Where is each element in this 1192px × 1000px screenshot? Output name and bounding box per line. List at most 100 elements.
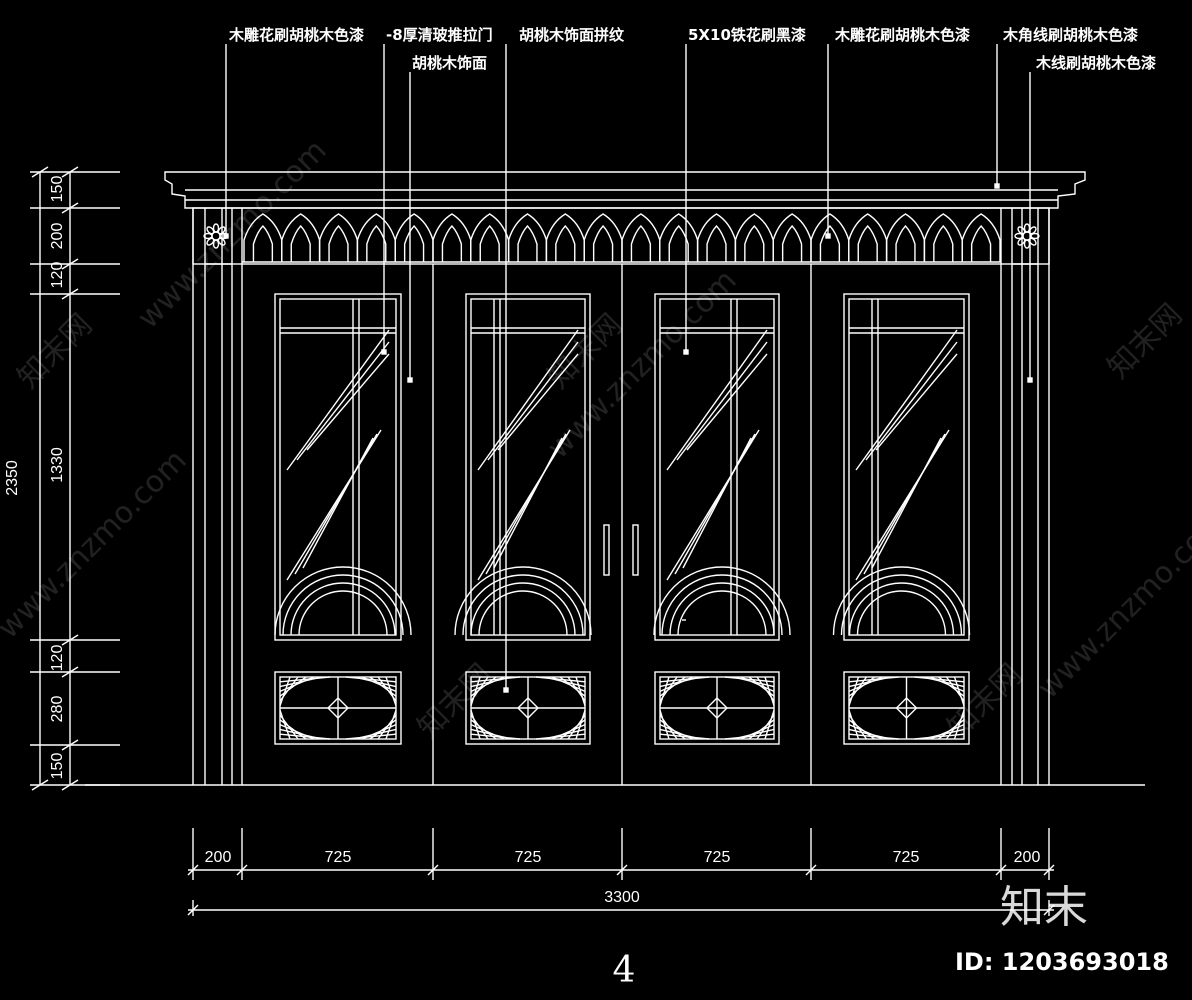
dim-h-door-4: 725 (893, 849, 920, 866)
glass-reflection-line (286, 329, 390, 471)
gothic-arch-inner (366, 224, 387, 262)
carved-flower-petal (217, 226, 226, 235)
dim-h-door-1: 725 (325, 849, 352, 866)
door-elevation-geometry (30, 44, 1145, 916)
carved-flower-petal (212, 223, 220, 233)
glass-reflection-line (487, 341, 579, 461)
dimension-tick (61, 258, 79, 270)
veneer-pattern-line (659, 709, 670, 740)
veneer-pattern-line (279, 676, 291, 707)
carved-flower-petal (1017, 226, 1026, 235)
carved-flower-petal (1030, 232, 1040, 240)
veneer-pattern-line (848, 709, 860, 740)
gothic-arch-inner (592, 224, 614, 262)
gothic-arch (243, 213, 283, 262)
watermark-site: www.znzmo.com (0, 443, 194, 646)
dimension-tick (61, 666, 79, 678)
dim-h-total-width: 3300 (604, 889, 640, 906)
gothic-arch (885, 213, 926, 262)
watermark-site-cn: 知末网 (941, 657, 1029, 745)
iron-flower-arc (848, 582, 955, 636)
glass-reflection-line (875, 353, 958, 451)
dimension-tick (805, 864, 817, 876)
watermark-site-cn: 知末网 (11, 307, 99, 395)
gothic-arch-inner (630, 224, 652, 262)
dim-v-panel: 280 (49, 696, 66, 723)
glass-reflection-line (493, 437, 563, 569)
gothic-arch (281, 213, 321, 262)
glass-reflection-line (686, 353, 768, 451)
annotation-carved-flower-right: 木雕花刷胡桃木色漆 (834, 26, 970, 44)
annotation-wood-corner-moulding: 木角线刷胡桃木色漆 (1002, 26, 1138, 44)
dimension-tick (31, 779, 49, 791)
gothic-arch (507, 213, 548, 262)
gothic-arch (583, 213, 623, 262)
dim-v-top-rail: 120 (49, 262, 66, 289)
dimension-tick (61, 166, 79, 178)
gothic-arch-inner (555, 224, 576, 262)
iron-flower-arc (677, 590, 767, 636)
gothic-arch-inner (819, 224, 841, 262)
veneer-center-diamond (517, 697, 539, 719)
gothic-arch-inner (252, 224, 274, 262)
gothic-arch (545, 213, 585, 262)
iron-flower-arc (290, 582, 396, 636)
glass-reflection-line (674, 433, 756, 575)
iron-flower-arc (661, 574, 783, 636)
veneer-pattern-line (764, 676, 775, 707)
gothic-arch-inner (744, 224, 765, 262)
gothic-arch (394, 213, 434, 262)
dimension-tick (187, 864, 199, 876)
glass-reflection-line (676, 341, 768, 461)
dim-v-cornice: 150 (49, 176, 66, 203)
dim-h-door-3: 725 (704, 849, 731, 866)
dim-v-glass: 1330 (49, 447, 66, 483)
glass-reflection-line (865, 341, 958, 461)
carved-flower-petal (203, 232, 213, 240)
veneer-pattern-line (953, 676, 965, 707)
gothic-arch (621, 213, 661, 262)
gothic-arch (356, 213, 396, 262)
glass-frame-inner (659, 298, 775, 636)
iron-flower-arc (832, 566, 971, 636)
veneer-pattern-line (764, 709, 775, 740)
gothic-arch (734, 213, 774, 262)
gothic-arch-inner (895, 224, 916, 262)
carved-flower-petal (217, 237, 226, 246)
veneer-pattern-line (385, 709, 397, 740)
cornice-moulding (164, 171, 1086, 209)
gothic-arch-inner (517, 224, 538, 262)
door-handle-right (632, 524, 639, 576)
annotation-walnut-veneer-pattern: 胡桃木饰面拼纹 (519, 26, 625, 44)
iron-flower-arc (669, 582, 775, 636)
veneer-panel (843, 671, 970, 745)
iron-flower-arc (282, 574, 404, 636)
carved-flower-petal (1014, 232, 1024, 240)
gothic-arch (318, 213, 359, 262)
iron-flower-arc (298, 590, 388, 636)
glass-frame (843, 293, 970, 641)
iron-flower-arc (856, 590, 947, 636)
glass-reflection-line (863, 433, 946, 575)
gothic-arch-inner (328, 224, 349, 262)
dim-h-left-post: 200 (205, 849, 232, 866)
veneer-panel (274, 671, 402, 745)
gothic-arch (923, 213, 963, 262)
gothic-arch-inner (706, 224, 727, 262)
veneer-pattern-line (470, 709, 481, 740)
gothic-arch-inner (781, 224, 803, 262)
glass-frame (654, 293, 780, 641)
veneer-pattern-line (953, 709, 965, 740)
watermark-site: www.znzmo.com (1031, 503, 1192, 706)
glass-frame-inner (470, 298, 586, 636)
veneer-pattern-line (575, 709, 586, 740)
glass-reflection-line (296, 341, 390, 461)
veneer-pattern-line (848, 676, 860, 707)
watermark-brand-logo: 知末 (1000, 882, 1088, 933)
dim-v-base: 150 (49, 753, 66, 780)
carved-flower-petal (206, 237, 215, 246)
veneer-center-diamond (895, 697, 918, 719)
dimension-tick (1043, 904, 1055, 916)
glass-frame-inner (848, 298, 965, 636)
